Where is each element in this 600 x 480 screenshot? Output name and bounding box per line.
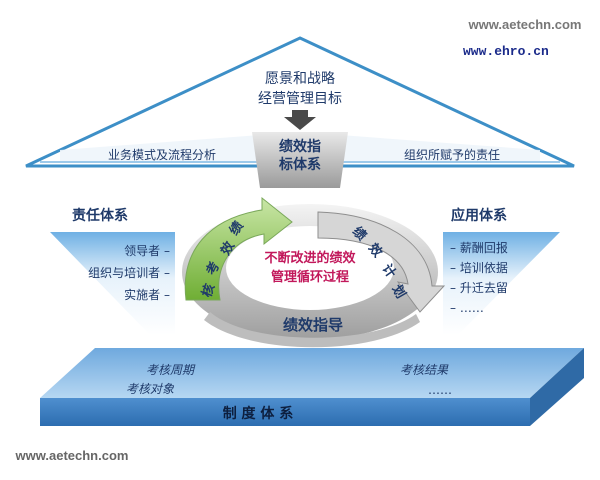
assessment-char-4: 核 — [199, 282, 218, 300]
application-item-4: – …… — [450, 301, 484, 315]
roof-center-line-2: 标体系 — [278, 156, 321, 173]
application-funnel — [443, 232, 560, 335]
management-cycle: 不断改进的绩效 管理循环过程 绩 效 考 核 绩 效 计 划 绩效指导 — [182, 196, 446, 348]
roof-left-label: 业务模式及流程分析 — [108, 147, 216, 162]
roof-right-label: 组织所赋予的责任 — [404, 147, 500, 162]
down-arrow-icon — [284, 110, 316, 130]
application-item-1: – 薪酬回报 — [450, 240, 508, 255]
platform-front-face — [40, 398, 530, 426]
roof-center-line-1: 绩效指 — [279, 138, 321, 155]
application-item-3: – 升迁去留 — [450, 281, 508, 295]
watermark-top-right: www.aetechn.com — [461, 11, 589, 39]
assessment-char-3: 考 — [203, 259, 223, 278]
responsibility-item-1: 领导者 – — [124, 244, 170, 258]
guidance-label: 绩效指导 — [283, 316, 343, 334]
application-system: 应用体系 – 薪酬回报 – 培训依据 – 升迁去留 – …… — [443, 207, 560, 335]
responsibility-funnel — [50, 232, 175, 335]
cycle-center-line-2: 管理循环过程 — [271, 269, 349, 285]
roof-apex-line-1: 愿景和战略 — [265, 71, 335, 87]
cycle-inner-plate — [226, 226, 394, 310]
plan-arrow — [317, 211, 446, 313]
platform-item-target: 考核对象 — [126, 382, 175, 396]
cycle-center-line-1: 不断改进的绩效 — [264, 250, 356, 266]
platform-top-face — [40, 348, 584, 398]
watermark-bottom-left: www.aetechn.com — [6, 441, 138, 471]
platform-item-result: 考核结果 — [400, 363, 449, 377]
application-system-title: 应用体系 — [451, 207, 507, 224]
platform-item-more: …… — [428, 383, 452, 397]
responsibility-system: 责任体系 领导者 – 组织与培训者 – 实施者 – — [50, 207, 175, 335]
responsibility-item-3: 实施者 – — [124, 287, 170, 302]
watermark-top-right-2: www.ehro.cn — [463, 44, 549, 59]
roof-apex-line-2: 经营管理目标 — [258, 91, 342, 107]
platform-item-cycle: 考核周期 — [146, 363, 196, 377]
roof: 愿景和战略 经营管理目标 绩效指 标体系 业务模式及流程分析 组织所赋予的责任 — [25, 36, 575, 188]
assessment-arrow — [184, 196, 293, 301]
responsibility-item-2: 组织与培训者 – — [88, 265, 170, 280]
guidance-arc — [204, 312, 420, 348]
application-item-2: – 培训依据 — [450, 260, 508, 275]
institution-platform: 考核周期 考核对象 考核结果 …… 制 度 体 系 — [40, 348, 584, 426]
platform-footer: 制 度 体 系 — [223, 405, 294, 422]
roof-center-pillar — [252, 132, 348, 188]
responsibility-system-title: 责任体系 — [72, 207, 128, 224]
platform-side-face — [530, 348, 584, 426]
